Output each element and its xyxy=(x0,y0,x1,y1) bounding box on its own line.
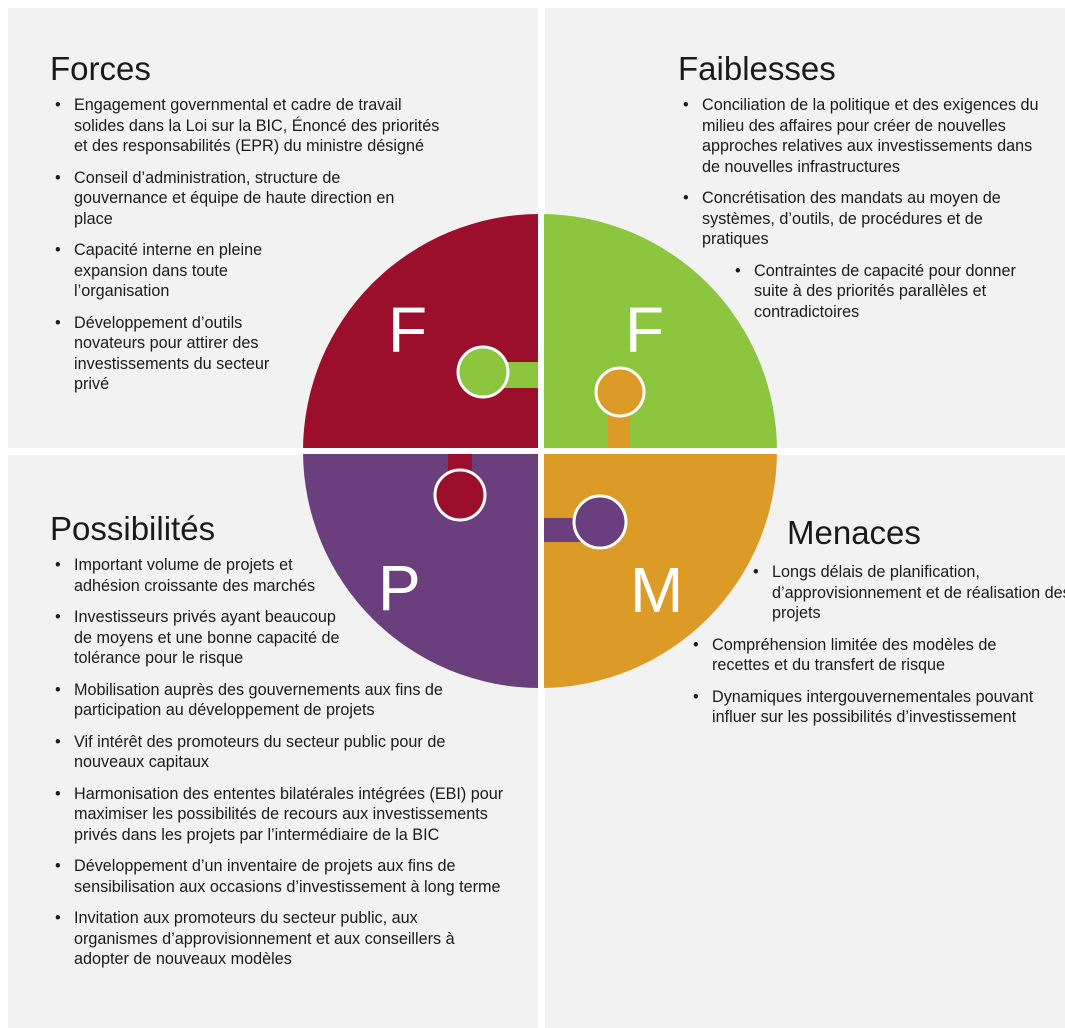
letter-menaces: M xyxy=(630,554,683,626)
list-item: Contraintes de capacité pour donner suit… xyxy=(732,261,1054,323)
list-item: Invitation aux promoteurs du secteur pub… xyxy=(52,908,494,970)
list-item: Conseil d’administration, structure de g… xyxy=(52,168,419,230)
letter-faiblesses: F xyxy=(625,294,664,366)
puzzle-knob-orange xyxy=(596,368,644,455)
list-item: Important volume de projets et adhésion … xyxy=(52,555,324,596)
menaces-list: Longs délais de planification, d’approvi… xyxy=(690,562,1065,739)
possibilites-heading: Possibilités xyxy=(50,510,216,547)
list-item: Investisseurs privés ayant beaucoup de m… xyxy=(52,607,354,669)
faiblesses-list: Conciliation de la politique et des exig… xyxy=(680,95,1050,333)
list-item: Vif intérêt des promoteurs du secteur pu… xyxy=(52,732,494,773)
puzzle-knob-green xyxy=(458,347,546,397)
puzzle-knob-red xyxy=(435,448,485,520)
forces-heading: Forces xyxy=(50,50,151,87)
list-item: Concrétisation des mandats au moyen de s… xyxy=(680,188,1032,250)
faiblesses-heading: Faiblesses xyxy=(678,50,836,87)
list-item: Développement d’outils novateurs pour at… xyxy=(52,313,289,395)
letter-possibilites: P xyxy=(378,552,421,624)
list-item: Conciliation de la politique et des exig… xyxy=(680,95,1050,177)
list-item: Dynamiques intergouvernementales pouvant… xyxy=(690,687,1060,728)
list-item: Harmonisation des ententes bilatérales i… xyxy=(52,784,532,846)
forces-list: Engagement governmental et cadre de trav… xyxy=(52,95,452,406)
list-item: Engagement governmental et cadre de trav… xyxy=(52,95,452,157)
possibilites-list: Important volume de projets et adhésion … xyxy=(52,555,532,981)
list-item: Capacité interne en pleine expansion dan… xyxy=(52,240,289,302)
list-item: Développement d’un inventaire de projets… xyxy=(52,856,532,897)
menaces-heading: Menaces xyxy=(787,514,921,551)
list-item: Longs délais de planification, d’approvi… xyxy=(750,562,1065,624)
list-item: Compréhension limitée des modèles de rec… xyxy=(690,635,1042,676)
letter-forces: F xyxy=(388,294,427,366)
list-item: Mobilisation auprès des gouvernements au… xyxy=(52,680,532,721)
